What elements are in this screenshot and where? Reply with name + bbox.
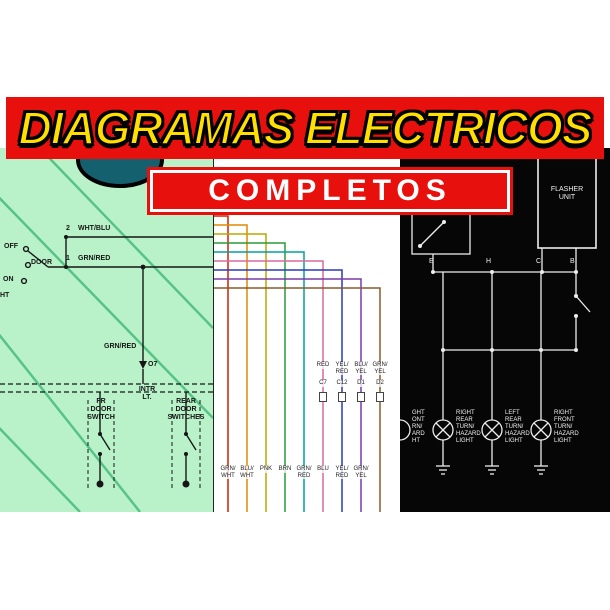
wire-bottom-label: GRN/ RED — [294, 466, 314, 480]
wire-bottom-label: PNK — [256, 466, 276, 473]
colored-wire — [214, 269, 343, 512]
wire-bottom-label: YEL/ RED — [332, 466, 352, 480]
black-circuit-art — [400, 155, 597, 475]
terminal-e-label: E — [429, 258, 434, 265]
subtitle-banner: COMPLETOS — [150, 170, 510, 212]
colored-wire — [214, 251, 305, 512]
colored-wire — [214, 278, 362, 512]
connector-box — [376, 392, 384, 402]
fr-door-switch-label: FR DOOR SWITCH — [87, 398, 115, 422]
wire-mid-label: GRN/ YEL — [370, 362, 390, 376]
colored-wire — [214, 242, 286, 512]
terminal-b-label: B — [570, 258, 575, 265]
lamp-label-partial: GHT ONT RN/ ARD HT — [412, 410, 425, 444]
colored-wire — [214, 287, 381, 512]
cropped-light-label: HT — [0, 292, 10, 299]
wire-pin-label: D2 — [370, 380, 390, 387]
rear-door-switches-label: REAR DOOR SWITCHES — [167, 398, 205, 422]
mid-wire-label: GRN/RED — [104, 343, 137, 350]
title-text: DIAGRAMAS ELECTRICOS — [18, 101, 594, 155]
connector-box — [319, 392, 327, 402]
terminal-h-label: H — [486, 258, 492, 265]
lamp-label-left-rear: LEFT REAR TURN/ HAZARD LIGHT — [505, 410, 530, 444]
green-circuit-art — [0, 148, 213, 512]
colored-wire — [214, 215, 229, 512]
connector-o7-label: O7 — [148, 361, 158, 368]
wire-mid-label: BLU/ YEL — [351, 362, 371, 376]
wire-mid-label: YEL/ RED — [332, 362, 352, 376]
switch-off-label: OFF — [4, 243, 18, 250]
connector-box — [357, 392, 365, 402]
wire-mid-label: RED — [313, 362, 333, 369]
wire-bottom-label: BLU/ WHT — [237, 466, 257, 480]
colored-wire — [214, 260, 324, 512]
switch-door-label: DOOR — [31, 259, 52, 266]
wire-bottom-label: GRN/ YEL — [351, 466, 371, 480]
pin-2-label: 2 — [66, 225, 70, 232]
wire-bottom-label: BRN — [275, 466, 295, 473]
switch-on-label: ON — [3, 276, 14, 283]
wire-pin-label: D1 — [351, 380, 371, 387]
middle-wires-svg — [214, 215, 381, 512]
wire-wht-blu-label: WHT/BLU — [78, 225, 111, 232]
title-banner: DIAGRAMAS ELECTRICOS — [6, 97, 604, 159]
wire-pin-label: C7 — [313, 380, 333, 387]
colored-wire — [214, 233, 267, 512]
subtitle-text: COMPLETOS — [208, 174, 452, 207]
wire-grn-red-label: GRN/RED — [78, 255, 111, 262]
wire-pin-label: C12 — [332, 380, 352, 387]
terminal-c-label: C — [536, 258, 542, 265]
lamp-label-right-front: RIGHT FRONT TURN/ HAZARD LIGHT — [554, 410, 579, 444]
partial-lamp — [400, 419, 411, 441]
intr-lt-label: INTR LT. — [138, 386, 156, 402]
pin-1-label: 1 — [66, 255, 70, 262]
colored-wire — [214, 224, 248, 512]
wire-bottom-label: GRN/ WHT — [218, 466, 238, 480]
lamp-label-right-rear: RIGHT REAR TURN/ HAZARD LIGHT — [456, 410, 481, 444]
wire-bottom-label: BLU — [313, 466, 333, 473]
flasher-unit-label: FLASHER UNIT — [550, 186, 584, 202]
connector-box — [338, 392, 346, 402]
